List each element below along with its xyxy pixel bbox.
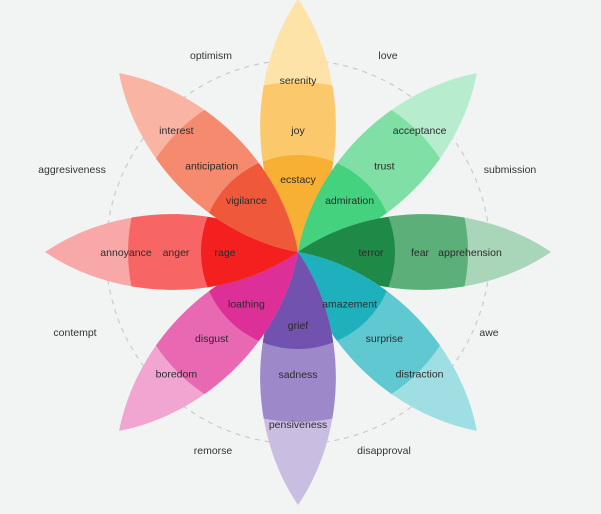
dyad-awe: awe	[479, 327, 498, 339]
label-sadness: sadness	[278, 369, 317, 381]
petal-anger	[45, 214, 298, 290]
label-distraction: distraction	[396, 368, 444, 380]
label-terror: terror	[358, 247, 384, 259]
petal-sadness	[260, 252, 336, 505]
label-ecstacy: ecstacy	[280, 174, 316, 186]
label-loathing: loathing	[228, 298, 265, 310]
label-trust: trust	[374, 161, 395, 173]
label-boredom: boredom	[156, 368, 198, 380]
petal-joy-band-2	[260, 155, 336, 252]
label-anticipation: anticipation	[185, 161, 238, 173]
label-disgust: disgust	[195, 333, 228, 345]
label-amazement: amazement	[322, 298, 377, 310]
petal-sadness-band-2	[260, 252, 336, 349]
label-rage: rage	[214, 247, 235, 259]
label-apprehension: apprehension	[438, 247, 502, 259]
dyad-submission: submission	[484, 164, 537, 176]
label-joy: joy	[290, 125, 305, 137]
dyad-optimism: optimism	[190, 50, 232, 62]
label-serenity: serenity	[280, 75, 318, 87]
petal-joy	[260, 0, 336, 252]
dyad-disapproval: disapproval	[357, 445, 411, 457]
petal-fear	[298, 214, 551, 290]
dyad-aggresiveness: aggresiveness	[38, 164, 106, 176]
petal-trust	[298, 73, 477, 252]
dyad-love: love	[378, 50, 397, 62]
label-acceptance: acceptance	[393, 125, 447, 137]
petal-surprise	[298, 252, 477, 431]
label-interest: interest	[159, 125, 194, 137]
dyad-contempt: contempt	[53, 327, 96, 339]
petal-fear-band-2	[298, 214, 395, 290]
dyad-remorse: remorse	[194, 445, 233, 457]
petal-disgust	[119, 252, 298, 431]
label-pensiveness: pensiveness	[269, 419, 327, 431]
label-grief: grief	[288, 320, 309, 332]
petals-group	[45, 0, 551, 505]
label-fear: fear	[411, 247, 430, 259]
petal-anticipation	[119, 73, 298, 253]
petal-labels-group: serenity joy ecstacy acceptance trust admirat…	[100, 75, 502, 431]
label-admiration: admiration	[325, 195, 374, 207]
label-surprise: surprise	[366, 333, 404, 345]
label-vigilance: vigilance	[226, 195, 267, 207]
label-annoyance: annoyance	[100, 247, 152, 259]
petal-anger-band-2	[201, 214, 298, 290]
label-anger: anger	[163, 247, 190, 259]
